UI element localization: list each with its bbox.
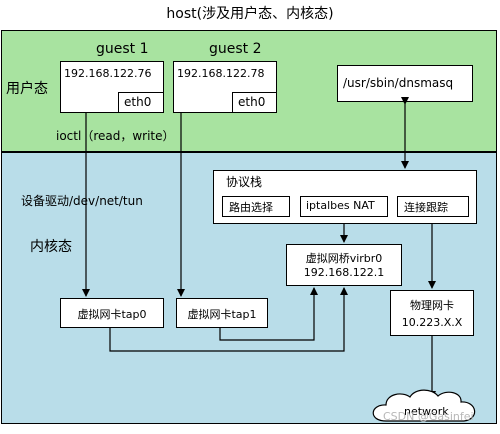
host-title: host(涉及用户态、内核态) bbox=[166, 6, 334, 22]
guest1-name: guest 1 bbox=[96, 41, 149, 57]
dnsmasq-label: /usr/sbin/dnsmasq bbox=[343, 76, 454, 90]
network-cloud-icon bbox=[372, 389, 476, 422]
routing-box bbox=[222, 196, 290, 217]
tap0-label: 虚拟网卡tap0 bbox=[77, 308, 147, 321]
physical-nic-name: 物理网卡 bbox=[410, 299, 454, 312]
conntrack-box bbox=[397, 196, 469, 217]
iptables-label: iptalbes NAT bbox=[306, 199, 375, 212]
dnsmasq-box bbox=[337, 65, 473, 102]
physical-nic-ip: 10.223.X.X bbox=[401, 316, 463, 329]
tap0-to-bridge-line bbox=[109, 287, 348, 352]
conntrack-label: 连接跟踪 bbox=[404, 201, 448, 214]
physical-nic-box bbox=[390, 290, 474, 336]
guest1-eth0-label: eth0 bbox=[124, 95, 152, 109]
guest2-ip: 192.168.122.78 bbox=[177, 67, 265, 80]
tap1-to-bridge-line bbox=[219, 287, 318, 341]
bridge-virbr0-box bbox=[286, 244, 402, 286]
tap0-box bbox=[60, 298, 164, 328]
tap1-box bbox=[176, 298, 268, 328]
guest2-eth0 bbox=[232, 92, 277, 113]
guest2-name: guest 2 bbox=[209, 41, 262, 57]
protocol-stack-title: 协议栈 bbox=[226, 175, 263, 189]
bridge-ip: 192.168.122.1 bbox=[303, 266, 385, 279]
guest1-eth0 bbox=[118, 92, 164, 113]
network-label: network bbox=[404, 405, 449, 418]
guest2-eth0-label: eth0 bbox=[238, 95, 266, 109]
guest1-ip: 192.168.122.76 bbox=[64, 67, 152, 80]
watermark: CSDN @Gasinfei bbox=[383, 410, 474, 423]
iptables-box bbox=[300, 196, 388, 217]
tap1-label: 虚拟网卡tap1 bbox=[187, 308, 257, 321]
bridge-name: 虚拟网桥virbr0 bbox=[305, 252, 383, 265]
kernel-space-label: 内核态 bbox=[30, 239, 72, 255]
routing-label: 路由选择 bbox=[229, 201, 273, 214]
user-space-label: 用户态 bbox=[6, 81, 48, 97]
driver-label: 设备驱动/dev/net/tun bbox=[21, 194, 143, 208]
